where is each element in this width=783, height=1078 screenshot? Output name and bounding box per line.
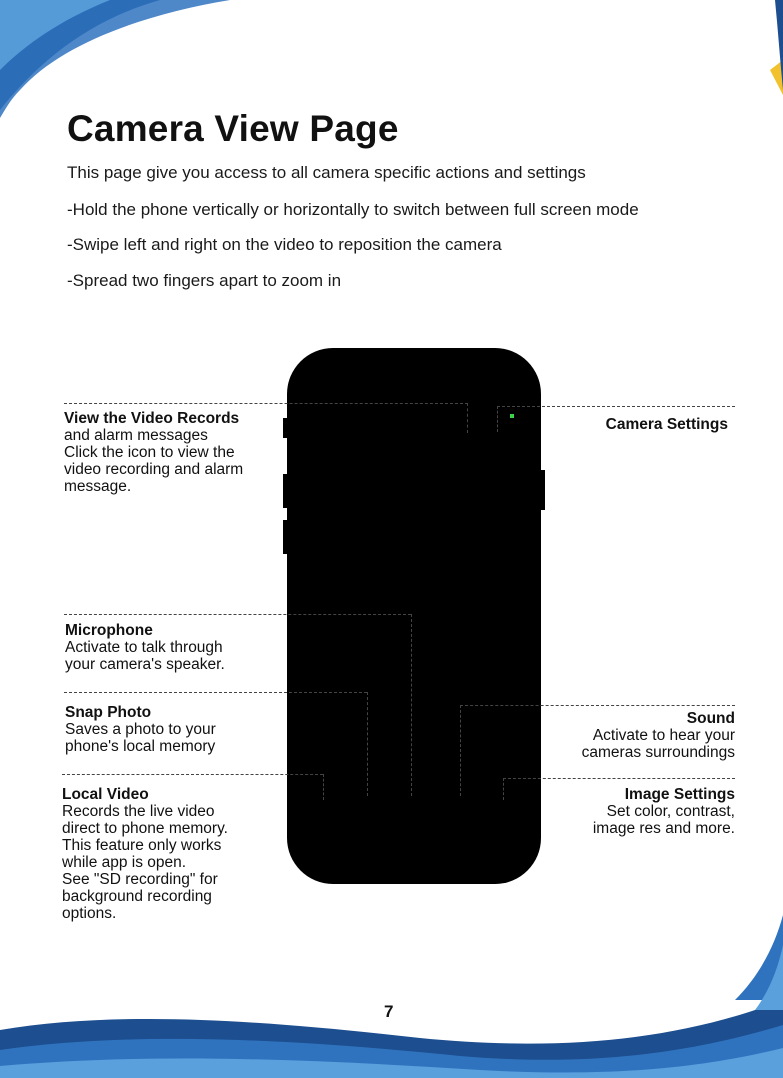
- leader-line: [62, 774, 323, 775]
- callout-text: background recording: [62, 888, 212, 905]
- phone-illustration: [287, 348, 541, 884]
- callout-text: See "SD recording" for: [62, 871, 218, 888]
- leader-line: [64, 614, 411, 615]
- callout-text: video recording and alarm: [64, 461, 244, 478]
- callout-text: image res and more.: [592, 820, 735, 837]
- callout-text: options.: [62, 905, 117, 922]
- leader-line: [411, 614, 412, 796]
- callout-text: your camera's speaker.: [65, 656, 225, 673]
- callout-snap-photo: Snap Photo Saves a photo to your phone's…: [65, 704, 216, 755]
- callout-text: phone's local memory: [65, 738, 216, 755]
- callout-text: Activate to talk through: [65, 639, 223, 656]
- status-dot: [510, 414, 514, 418]
- callout-heading: Camera Settings: [605, 416, 728, 433]
- callout-heading: Snap Photo: [65, 704, 152, 721]
- callout-text: cameras surroundings: [581, 744, 735, 761]
- callout-text: direct to phone memory.: [62, 820, 228, 837]
- leader-line: [460, 705, 735, 706]
- callout-heading: Local Video: [62, 786, 149, 803]
- phone-side-button: [283, 418, 289, 438]
- intro-line-3: -Swipe left and right on the video to re…: [67, 235, 502, 254]
- callout-local-video: Local Video Records the live video direc…: [62, 786, 228, 922]
- leader-line: [64, 403, 468, 404]
- callout-image-settings: Image Settings Set color, contrast, imag…: [593, 786, 735, 837]
- callout-text: Click the icon to view the: [64, 444, 235, 461]
- callout-text: Records the live video: [62, 803, 215, 820]
- leader-line: [323, 774, 324, 800]
- page-title: Camera View Page: [67, 108, 399, 149]
- callout-video-records: View the Video Records and alarm message…: [64, 410, 243, 495]
- intro-line-4: -Spread two fingers apart to zoom in: [67, 271, 342, 290]
- callout-text: Saves a photo to your: [65, 721, 216, 738]
- intro-line-1: This page give you access to all camera …: [67, 163, 586, 182]
- callout-text: and alarm messages: [64, 427, 208, 444]
- leader-line: [497, 406, 498, 432]
- phone-side-button: [283, 520, 289, 554]
- callout-text: This feature only works: [62, 837, 222, 854]
- callout-text: Activate to hear your: [592, 727, 735, 744]
- callout-microphone: Microphone Activate to talk through your…: [65, 622, 225, 673]
- phone-side-button: [539, 470, 545, 510]
- intro-line-2: -Hold the phone vertically or horizontal…: [67, 200, 639, 219]
- callout-sound: Sound Activate to hear your cameras surr…: [582, 710, 735, 761]
- leader-line: [467, 403, 468, 433]
- callout-heading: Microphone: [65, 622, 153, 639]
- callout-heading: View the Video Records: [64, 410, 240, 427]
- leader-line: [503, 778, 735, 779]
- callout-heading: Sound: [686, 710, 735, 727]
- leader-line: [503, 778, 504, 800]
- leader-line: [64, 692, 367, 693]
- callout-camera-settings: Camera Settings: [606, 416, 728, 433]
- page-number: 7: [384, 1002, 394, 1021]
- callout-text: Set color, contrast,: [606, 803, 735, 820]
- leader-line: [497, 406, 735, 407]
- phone-side-button: [283, 474, 289, 508]
- leader-line: [460, 705, 461, 796]
- leader-line: [367, 692, 368, 796]
- callout-text: while app is open.: [62, 854, 187, 871]
- callout-heading: Image Settings: [624, 786, 735, 803]
- callout-text: message.: [64, 478, 132, 495]
